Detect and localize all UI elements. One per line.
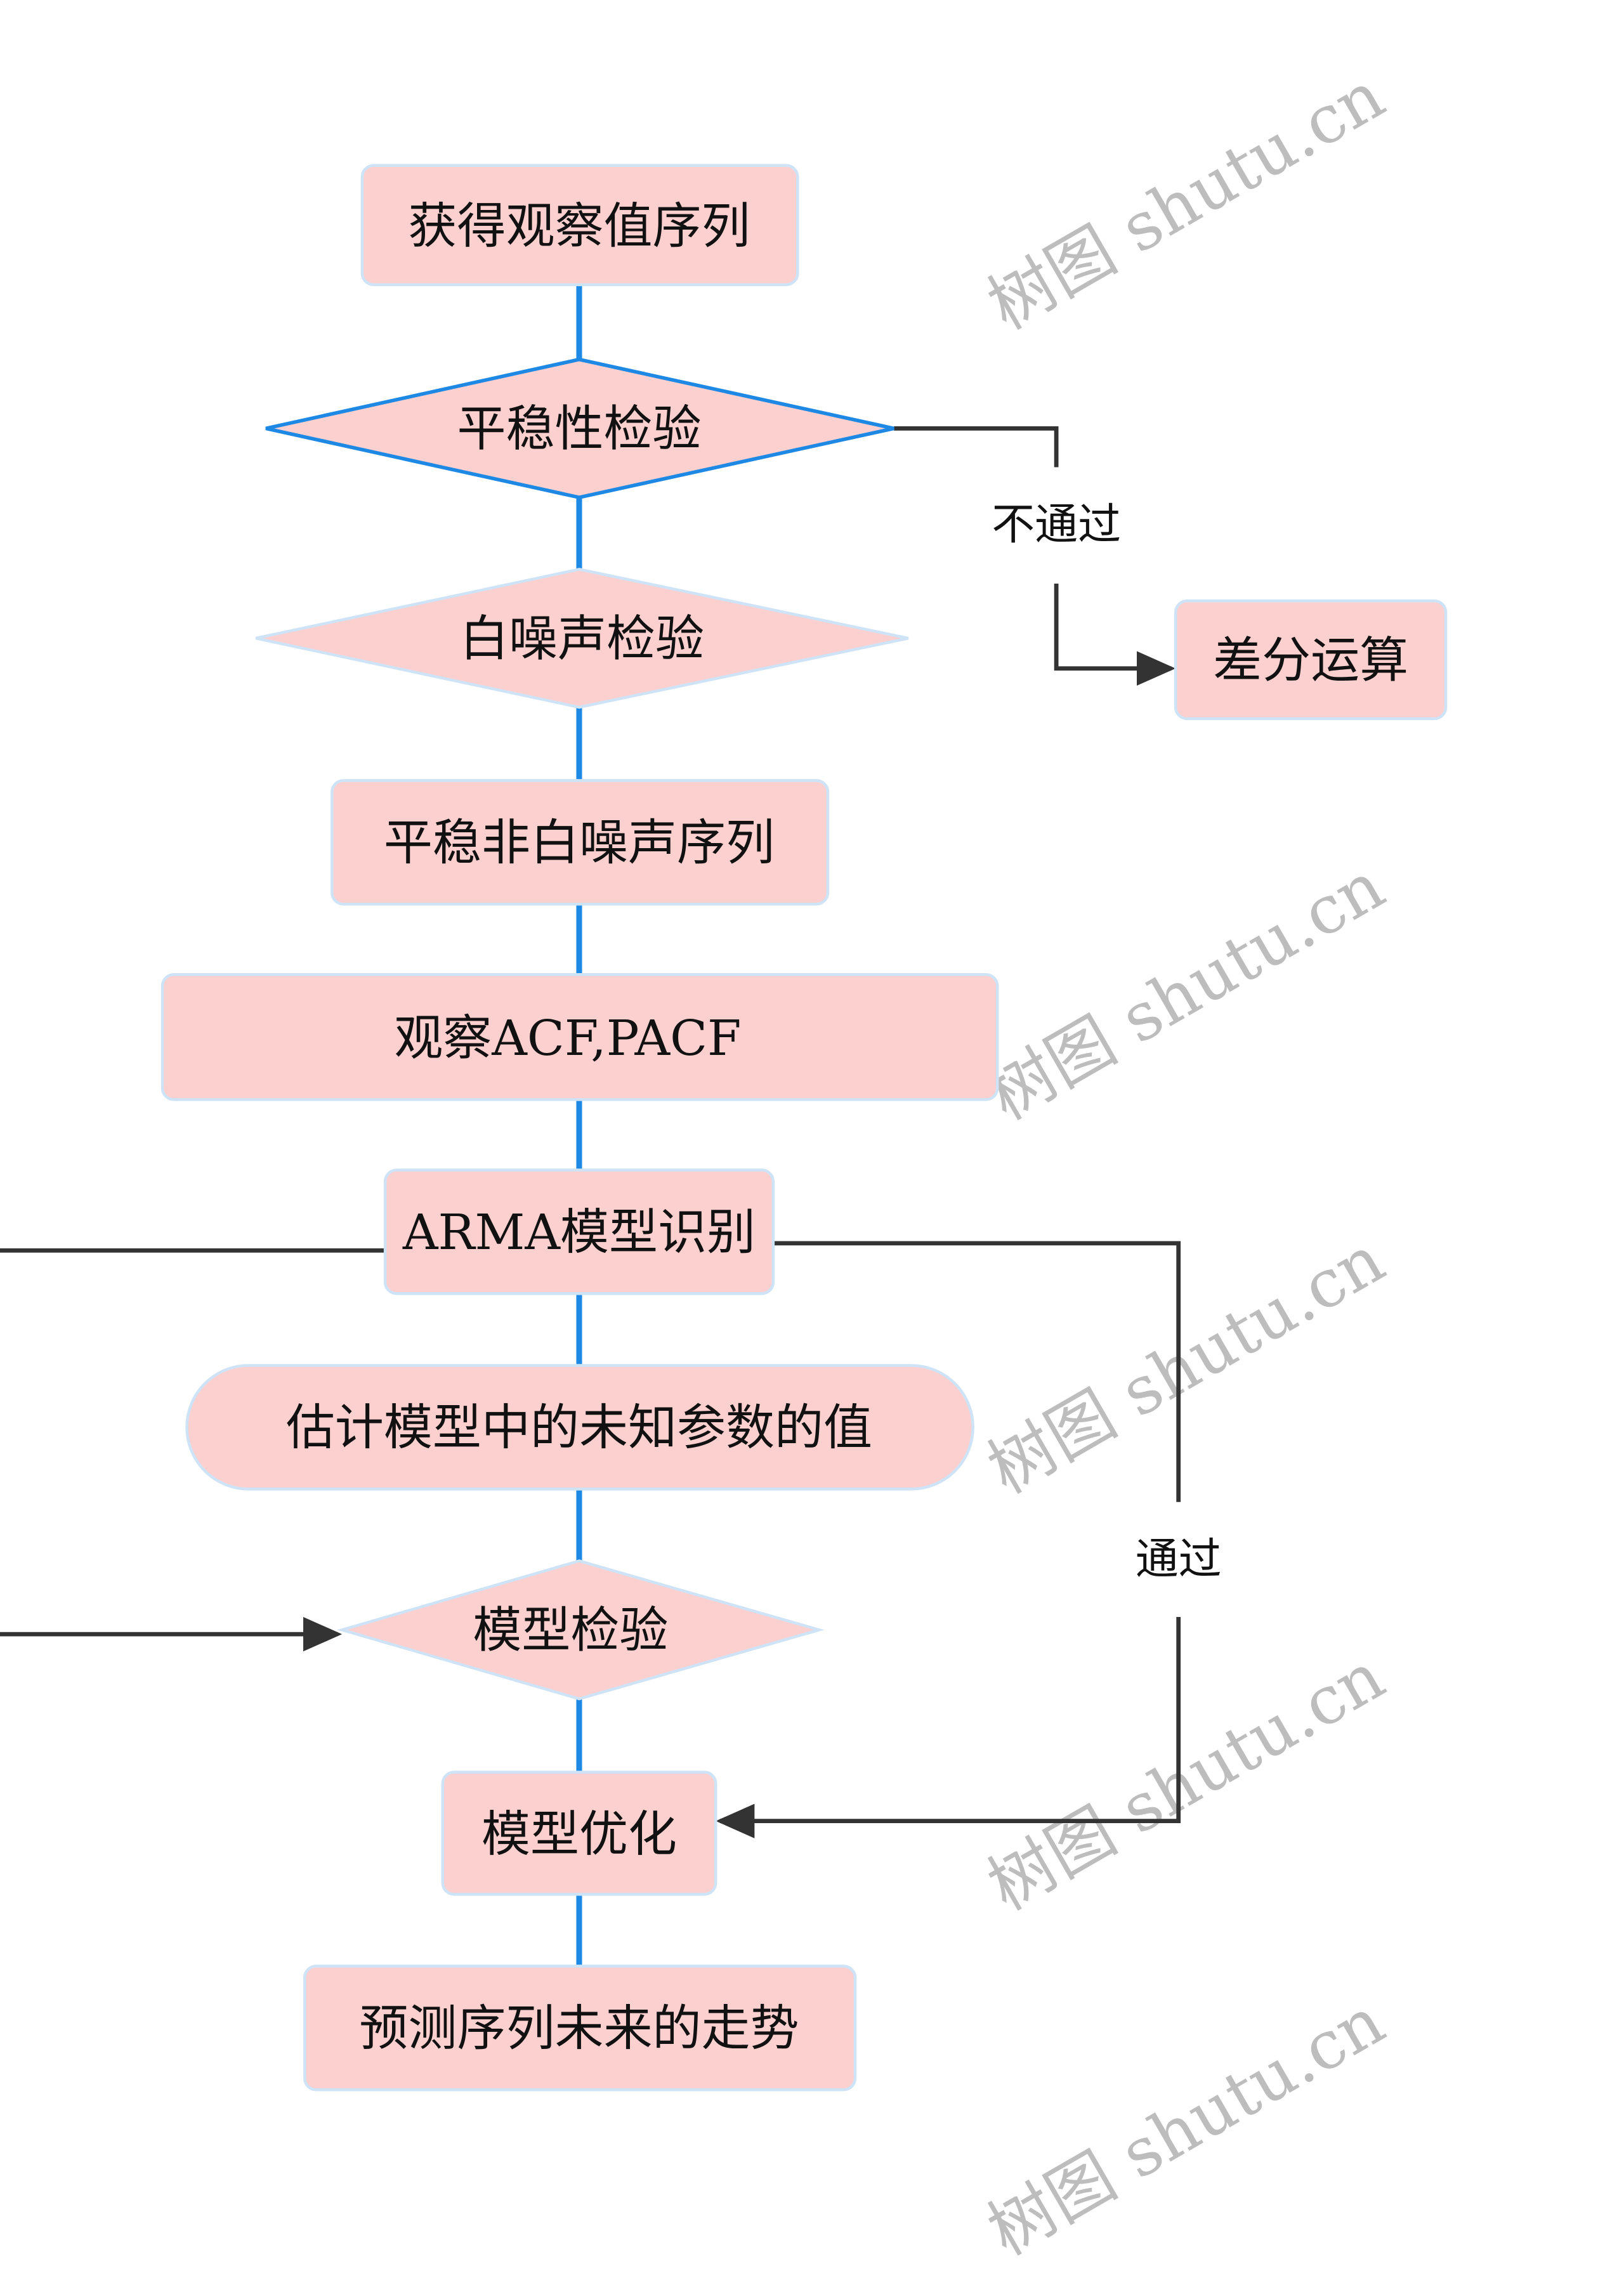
fail-connector-bottom <box>1054 584 1176 686</box>
pass-connector-bottom <box>716 1616 1181 1838</box>
watermark: 树图 shutu.cn <box>975 56 1396 344</box>
node-stationary-nonwhite[interactable]: 平稳非白噪声序列 <box>331 779 830 906</box>
node-label: 获得观察值序列 <box>408 199 750 255</box>
pass-connector-top <box>773 1241 1181 1502</box>
node-model-test[interactable]: 模型检验 <box>337 1559 825 1701</box>
node-white-noise-test[interactable]: 白噪声检验 <box>255 568 909 709</box>
node-model-optimize[interactable]: 模型优化 <box>441 1770 717 1896</box>
pass-edge-label: 通过 <box>1136 1535 1222 1585</box>
fail-connector-top <box>894 426 1059 468</box>
watermark: 树图 shutu.cn <box>975 1637 1396 1925</box>
node-label: 模型检验 <box>473 1603 668 1659</box>
node-label: 观察ACF,PACF <box>394 1011 741 1067</box>
node-label: ARMA模型识别 <box>402 1205 756 1261</box>
watermark: 树图 shutu.cn <box>975 1221 1396 1509</box>
node-estimate-params[interactable]: 估计模型中的未知参数的值 <box>185 1364 974 1491</box>
node-label: 白噪声检验 <box>460 611 704 667</box>
node-label: 估计模型中的未知参数的值 <box>286 1400 872 1456</box>
node-label: 差分运算 <box>1213 632 1408 689</box>
node-difference[interactable]: 差分运算 <box>1174 599 1448 721</box>
fail-edge-label: 不通过 <box>992 500 1121 550</box>
watermarks: 树图 shutu.cn 树图 shutu.cn 树图 shutu.cn 树图 s… <box>975 56 1396 2270</box>
watermark: 树图 shutu.cn <box>975 847 1396 1135</box>
watermark: 树图 shutu.cn <box>975 1982 1396 2270</box>
node-observe-acf-pacf[interactable]: 观察ACF,PACF <box>160 973 999 1101</box>
node-label: 平稳非白噪声序列 <box>384 815 775 872</box>
node-forecast[interactable]: 预测序列未来的走势 <box>303 1965 857 2091</box>
node-label: 模型优化 <box>481 1807 677 1863</box>
node-label: 预测序列未来的走势 <box>359 2001 799 2057</box>
node-arma-identify[interactable]: ARMA模型识别 <box>383 1168 775 1295</box>
node-get-series[interactable]: 获得观察值序列 <box>360 164 799 287</box>
node-stationarity-test[interactable]: 平稳性检验 <box>265 357 894 500</box>
node-label: 平稳性检验 <box>457 402 701 458</box>
